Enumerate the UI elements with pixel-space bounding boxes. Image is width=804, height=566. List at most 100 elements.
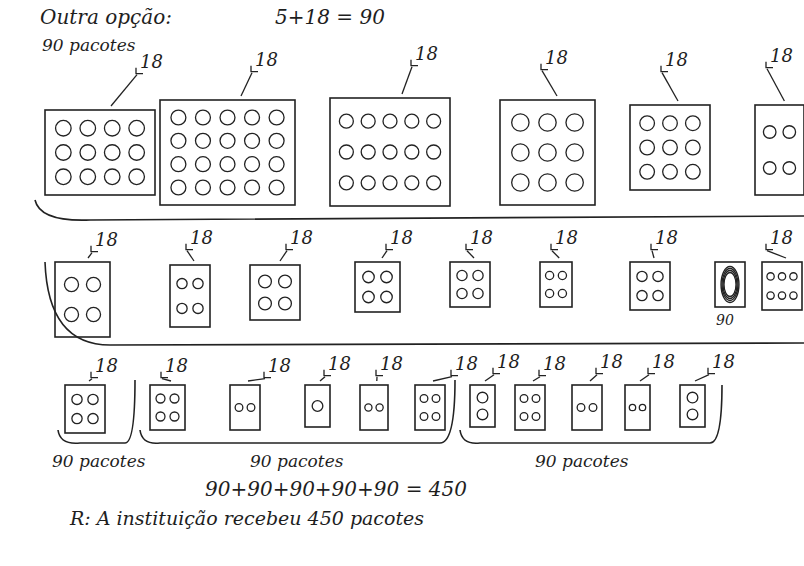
leader-line (695, 375, 709, 381)
count-label: 18 (470, 228, 493, 249)
item-circle (220, 180, 235, 195)
item-circle (640, 164, 655, 179)
item-circle (512, 144, 529, 161)
item-circle (687, 409, 698, 420)
package-box (330, 98, 450, 206)
package-box (762, 262, 802, 310)
item-circle (279, 297, 292, 310)
note-text: 90 pacotes (42, 36, 135, 56)
item-circle (790, 292, 797, 299)
item-circle (383, 145, 397, 159)
item-circle (637, 290, 647, 300)
count-label: 18 (140, 52, 163, 73)
group-bracket (460, 385, 722, 443)
count-label: 18 (600, 352, 623, 373)
item-circle (269, 157, 284, 172)
count-label: 18 (380, 354, 403, 375)
item-circle (383, 176, 397, 190)
leader-line (376, 377, 378, 381)
item-circle (72, 413, 82, 423)
item-circle (365, 404, 372, 411)
item-circle (687, 392, 698, 403)
item-circle (56, 169, 72, 185)
item-circle (86, 307, 100, 321)
count-label: 18 (543, 354, 566, 375)
package-box (45, 110, 155, 195)
item-circle (532, 413, 540, 421)
item-circle (170, 412, 179, 421)
item-circle (477, 409, 488, 420)
item-circle (663, 116, 678, 131)
package-box (515, 385, 545, 430)
leader-line (485, 375, 494, 381)
package-box (65, 385, 105, 433)
item-circle (361, 176, 375, 190)
count-label: 18 (165, 356, 188, 377)
item-circle (376, 404, 383, 411)
item-circle (637, 271, 647, 281)
item-circle (653, 290, 663, 300)
scribble (721, 267, 739, 303)
item-circle (86, 277, 100, 291)
item-circle (220, 110, 235, 125)
item-circle (88, 394, 98, 404)
row-divider (45, 262, 804, 345)
item-circle (381, 271, 393, 283)
leader-line (542, 71, 557, 96)
package-box (305, 385, 330, 427)
note-text: 90 pacotes (52, 452, 145, 472)
item-circle (245, 133, 260, 148)
item-circle (767, 292, 774, 299)
item-circle (269, 180, 284, 195)
package-box (360, 385, 388, 430)
leader-line (433, 377, 452, 381)
item-circle (512, 114, 529, 131)
item-circle (546, 289, 554, 297)
item-circle (177, 303, 187, 313)
item-circle (653, 271, 663, 281)
leader-line (382, 251, 387, 258)
item-circle (269, 110, 284, 125)
item-circle (235, 404, 243, 412)
item-circle (778, 292, 785, 299)
item-circle (539, 144, 556, 161)
item-circle (171, 133, 186, 148)
package-box (230, 385, 260, 430)
item-circle (457, 270, 467, 280)
item-circle (432, 413, 440, 421)
item-circle (546, 271, 554, 279)
count-label: 18 (455, 354, 478, 375)
item-circle (566, 114, 583, 131)
count-label: 18 (268, 356, 291, 377)
scribble (724, 273, 736, 297)
item-circle (64, 307, 78, 321)
item-circle (577, 404, 585, 412)
count-label: 18 (555, 228, 578, 249)
item-circle (663, 164, 678, 179)
item-circle (686, 164, 701, 179)
count-label: 18 (255, 50, 278, 71)
count-label: 18 (655, 228, 678, 249)
note-text: 90 pacotes (535, 452, 628, 472)
leader-line (552, 251, 559, 258)
item-circle (686, 140, 701, 155)
count-label: 18 (770, 46, 793, 67)
item-circle (80, 120, 96, 136)
package-box (715, 262, 745, 307)
item-circle (245, 180, 260, 195)
item-circle (80, 145, 96, 161)
item-circle (640, 116, 655, 131)
scribble (722, 269, 738, 301)
item-circle (477, 392, 488, 403)
item-circle (156, 412, 165, 421)
item-circle (171, 110, 186, 125)
item-circle (381, 291, 393, 303)
item-circle (639, 404, 645, 410)
item-circle (171, 180, 186, 195)
item-circle (790, 273, 797, 280)
item-circle (129, 169, 145, 185)
item-circle (72, 394, 82, 404)
item-circle (363, 291, 375, 303)
item-circle (177, 278, 187, 288)
package-box (680, 385, 705, 427)
